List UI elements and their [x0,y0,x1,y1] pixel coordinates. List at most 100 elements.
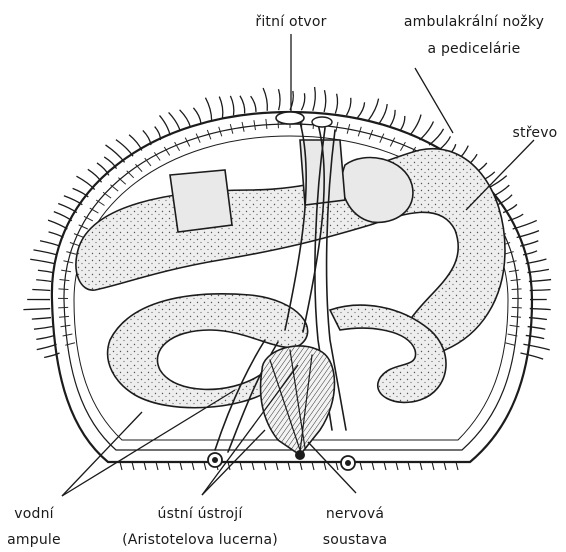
spine [169,112,181,131]
spine [252,462,254,470]
spine [288,462,290,470]
spine [368,99,378,121]
spine [346,98,350,115]
spine [32,318,51,320]
ambulacral-plate [511,279,521,280]
spine [264,462,266,470]
spine [336,462,338,470]
spine [324,462,326,470]
spine [312,462,314,470]
spine [36,280,51,282]
spine [301,93,304,110]
spine [240,462,242,470]
ambulacral-plate [59,316,69,317]
aristotles-lantern [261,346,335,460]
spine [168,462,170,470]
spine [358,102,365,117]
spine [523,344,549,350]
ambulacral-plate [118,178,125,185]
ambulacral-plate [63,334,73,336]
label-lantern-line2: (Aristotelova lucerna) [122,532,278,548]
label-ampullae-line2: ampule [7,532,61,548]
spine [396,462,398,470]
spine [324,90,326,112]
spine [313,87,316,111]
spine [219,97,223,118]
ambulacral-plate [70,243,79,246]
spine [156,462,158,470]
spine [372,462,374,470]
spine [251,96,256,112]
spine [429,129,444,145]
spine [408,462,410,470]
spine [526,335,544,338]
ambulacral-plate [511,316,521,317]
spine [34,327,52,330]
spine [23,309,50,310]
spine [180,462,182,470]
ambulacral-plate [110,185,118,191]
spine [400,116,405,131]
ambulacral-plate [512,289,522,290]
spine [30,259,54,263]
spine [204,462,206,470]
spine [456,462,458,470]
ambulacral-plate [509,270,519,272]
spine [192,462,194,470]
label-anus: řitní otvor [255,14,326,30]
spine [263,88,267,111]
spine [37,344,57,349]
spine [205,98,211,121]
spine [120,462,122,470]
spine [420,462,422,470]
spine [410,115,421,136]
spine [49,232,64,238]
spine [240,96,245,114]
label-lantern-line1: ústní ústrojí [158,506,244,522]
pointer-ampullae-b [62,390,235,496]
pointer-tube-feet [415,68,453,133]
spine [300,462,302,470]
ambulacral-plate [390,138,395,147]
label-pedicellariae: a pedicelárie [428,41,521,57]
spine [390,110,396,127]
spine [230,96,233,115]
spine [444,462,446,470]
ambulacral-plate [507,261,517,263]
spine [360,462,362,470]
spine [520,353,543,359]
label-nervous-line2: soustava [323,532,388,548]
spine [529,280,551,282]
spine [159,115,170,135]
spine [278,89,280,110]
spine [132,462,134,470]
ambulacral-plate [58,289,68,290]
spine [276,462,278,470]
spine [420,122,434,141]
ambulacral-plate [59,279,69,280]
label-nervous-line1: nervová [326,506,384,522]
spine [36,335,54,339]
spine [335,94,337,114]
spine [180,110,191,127]
spine [193,108,201,124]
spine [384,462,386,470]
spine [48,220,67,229]
spine [33,250,56,255]
ambulacral-plate [74,234,83,238]
label-tube-feet: ambulakrální nožky [404,14,544,30]
spine [40,241,60,246]
spine [432,462,434,470]
label-intestine: střevo [513,125,558,141]
label-ampullae-line1: vodní [14,506,54,522]
ambulacral-plate [510,325,520,326]
ambulacral-plate [505,343,515,345]
spine [32,290,50,291]
spine [38,270,53,272]
spine [379,104,387,124]
ambulacral-plate [175,142,180,151]
spine [144,462,146,470]
ambulacral-plate [266,119,267,129]
